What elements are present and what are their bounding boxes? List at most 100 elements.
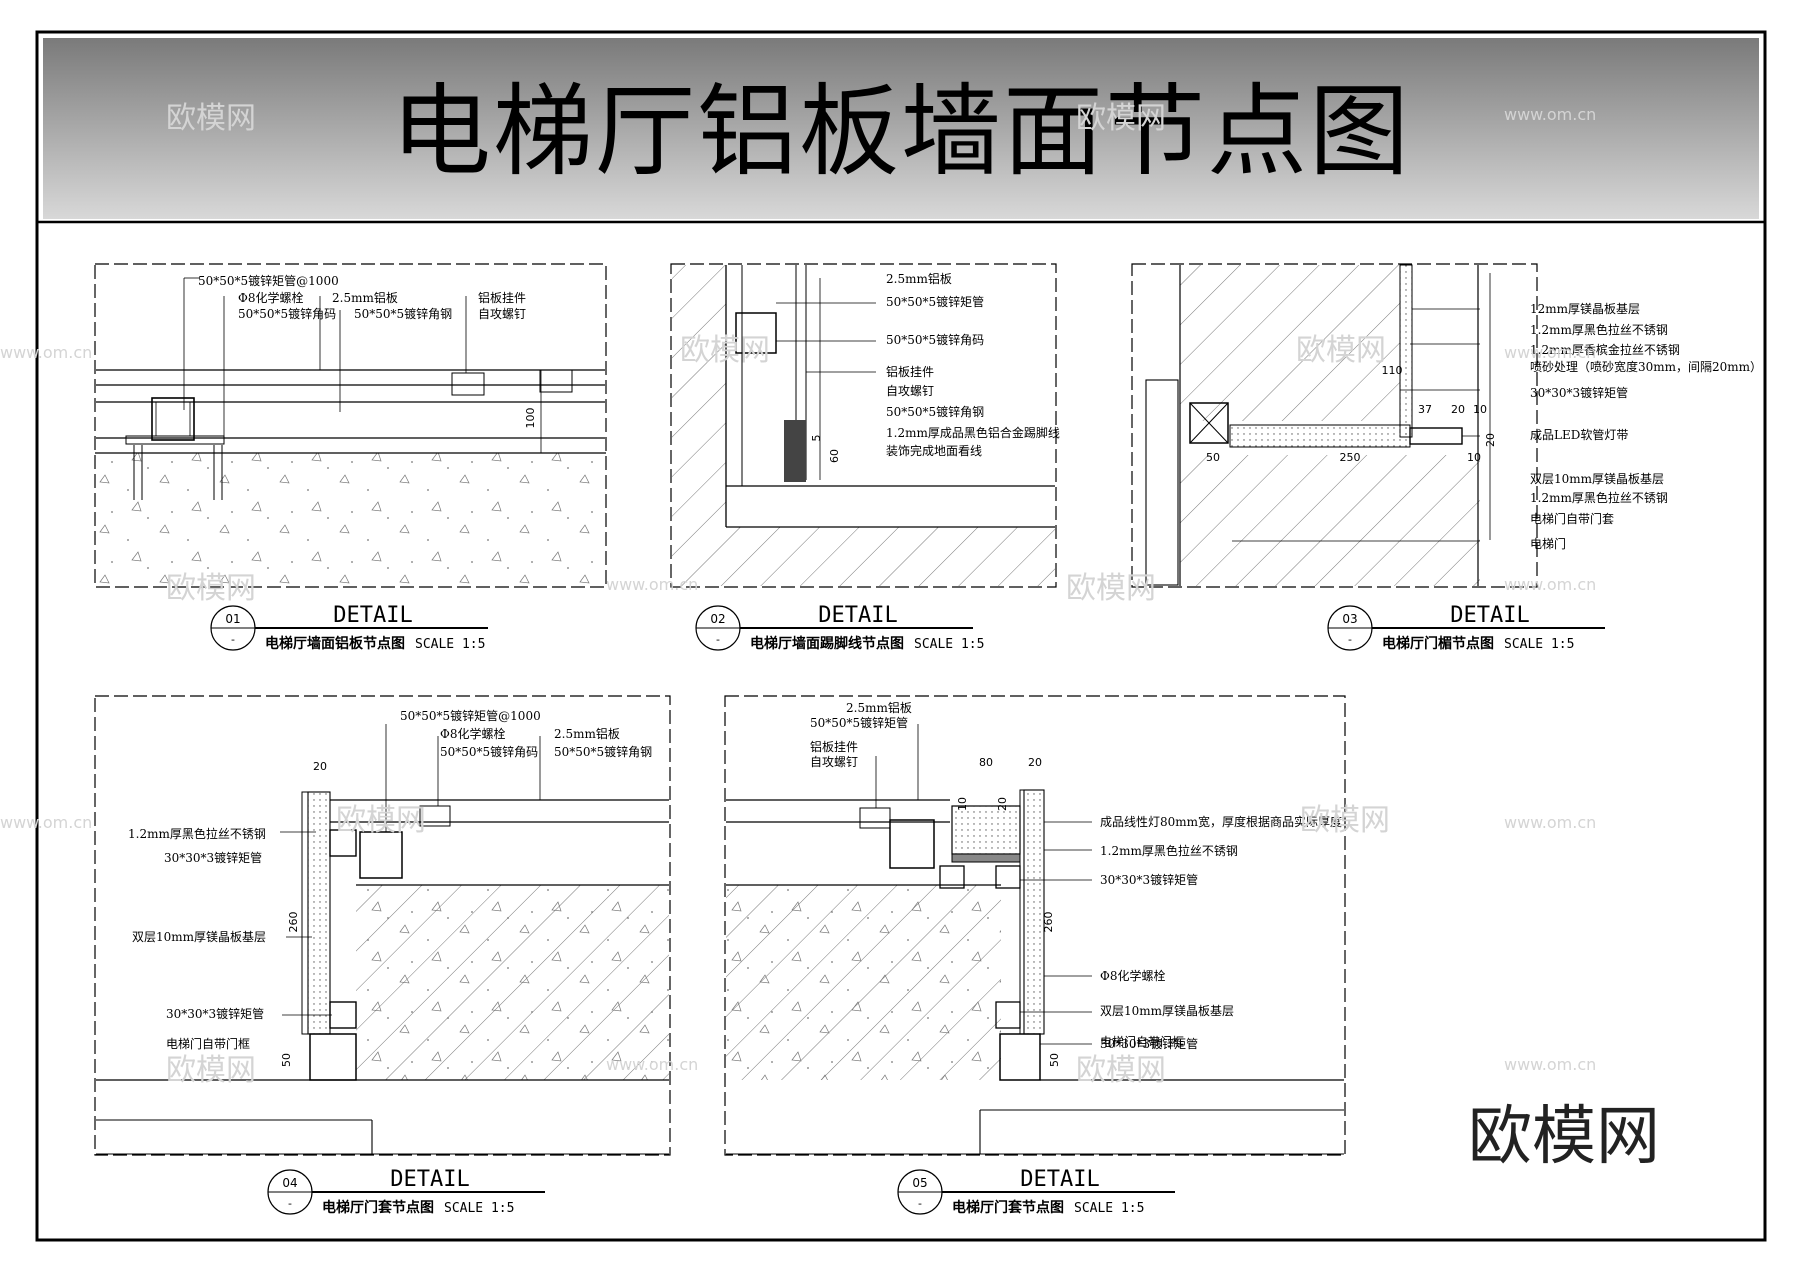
watermark-text: 欧模网	[1076, 101, 1166, 136]
watermark-url: www.om.cn	[1504, 813, 1596, 832]
detail-02-label: 50*50*5镀锌矩管	[886, 294, 984, 309]
detail-02-dimension: 5	[810, 435, 823, 442]
detail-02-label: 自攻螺钉	[886, 384, 934, 398]
watermark-text: 欧模网	[1296, 333, 1386, 368]
detail-02-label: 50*50*5镀锌角钢	[886, 405, 984, 419]
detail-heading: DETAIL	[390, 1167, 469, 1192]
detail-05-dimension: 260	[1042, 912, 1055, 933]
watermark-text: 欧模网	[166, 1053, 256, 1088]
detail-03-label: 电梯门	[1530, 536, 1566, 551]
detail-05-label: 成品线性灯80mm宽，厚度根据商品实际厚度	[1100, 814, 1342, 829]
detail-05-dimension: 80	[979, 756, 993, 769]
detail-05-label: 双层10mm厚镁晶板基层	[1100, 1004, 1234, 1018]
detail-03-drawing	[1131, 263, 1538, 588]
detail-04-dimension: 260	[287, 912, 300, 933]
detail-04-label: 50*50*5镀锌角码	[440, 745, 538, 759]
detail-01-dimension: 100	[524, 408, 537, 429]
detail-03-label: 喷砂处理（喷砂宽度30mm，间隔20mm）	[1530, 359, 1762, 374]
detail-scale: SCALE 1:5	[415, 637, 485, 652]
detail-number: 05	[912, 1176, 927, 1190]
detail-03-dimension: 20	[1484, 433, 1497, 447]
brand-logo-text: 欧模网	[1468, 1100, 1660, 1174]
detail-caption: 电梯厅门楣节点图	[1382, 635, 1494, 652]
detail-sheet-dash: -	[288, 1197, 292, 1210]
detail-03-dimension: 110	[1382, 364, 1403, 377]
detail-03-label: 成品LED软管灯带	[1530, 427, 1628, 442]
watermark-text: 欧模网	[1076, 1053, 1166, 1088]
watermark-url: www.om.cn	[1504, 343, 1596, 362]
detail-01-label: 50*50*5镀锌矩管@1000	[198, 273, 339, 288]
detail-05-label: 30*30*3镀锌矩管	[1100, 1036, 1198, 1051]
detail-03-label: 12mm厚镁晶板基层	[1530, 302, 1640, 316]
detail-02-label: 2.5mm铝板	[886, 271, 952, 286]
detail-caption: 电梯厅门套节点图	[952, 1199, 1064, 1216]
detail-caption: 电梯厅墙面踢脚线节点图	[750, 635, 904, 652]
detail-sheet-dash: -	[716, 633, 720, 646]
detail-caption: 电梯厅墙面铝板节点图	[265, 635, 405, 652]
detail-04-label: Φ8化学螺栓	[440, 726, 505, 741]
watermark-text: 欧模网	[1300, 803, 1390, 838]
detail-scale: SCALE 1:5	[1504, 637, 1574, 652]
detail-02-title-block: 02 - DETAIL 电梯厅墙面踢脚线节点图 SCALE 1:5	[695, 603, 984, 652]
detail-01-drawing	[94, 263, 607, 588]
detail-02-drawing	[670, 263, 1057, 588]
detail-01-label: 50*50*5镀锌角钢	[354, 307, 452, 321]
detail-scale: SCALE 1:5	[444, 1201, 514, 1216]
detail-01-label: 铝板挂件	[478, 290, 526, 305]
watermark-url: www.om.cn	[1504, 1055, 1596, 1074]
detail-02-label: 1.2mm厚成品黑色铝合金踢脚线	[886, 425, 1060, 440]
detail-04-label: 50*50*5镀锌角钢	[554, 745, 652, 759]
watermark-url: www.om.cn	[606, 1055, 698, 1074]
detail-03-dimension: 50	[1206, 451, 1220, 464]
detail-03-dimension: 10	[1467, 451, 1481, 464]
detail-03-label: 1.2mm厚黑色拉丝不锈钢	[1530, 322, 1668, 337]
detail-number: 03	[1342, 612, 1357, 626]
detail-04-dimension: 20	[313, 760, 327, 773]
detail-05-dimension: 50	[1048, 1053, 1061, 1067]
detail-01-label: 自攻螺钉	[478, 307, 526, 321]
watermark-text: 欧模网	[166, 571, 256, 606]
detail-number: 01	[225, 612, 240, 626]
detail-03-label: 1.2mm厚香槟金拉丝不锈钢	[1530, 342, 1680, 357]
detail-05-label: 铝板挂件	[810, 739, 858, 754]
watermark-url: www.om.cn	[1504, 575, 1596, 594]
detail-01-label: 2.5mm铝板	[332, 290, 398, 305]
watermark-url: www.om.cn	[0, 813, 92, 832]
detail-05-label: 1.2mm厚黑色拉丝不锈钢	[1100, 843, 1238, 858]
detail-04-label: 电梯门自带门框	[166, 1036, 250, 1051]
detail-02-label: 铝板挂件	[886, 364, 934, 379]
detail-02-label: 装饰完成地面看线	[886, 443, 982, 458]
detail-04-label: 1.2mm厚黑色拉丝不锈钢	[128, 826, 266, 841]
detail-03-label: 双层10mm厚镁晶板基层	[1530, 472, 1664, 486]
detail-heading: DETAIL	[818, 603, 897, 628]
detail-01-label: 50*50*5镀锌角码	[238, 307, 336, 321]
detail-04-dimension: 50	[280, 1053, 293, 1067]
detail-05-label: 电梯门自带门框	[1100, 1034, 1184, 1049]
detail-number: 02	[710, 612, 725, 626]
detail-sheet-dash: -	[918, 1197, 922, 1210]
watermark-text: 欧模网	[1066, 571, 1156, 606]
detail-heading: DETAIL	[1450, 603, 1529, 628]
detail-03-label: 1.2mm厚黑色拉丝不锈钢	[1530, 490, 1668, 505]
detail-05-drawing	[724, 695, 1346, 1156]
watermark-layer: 欧模网欧模网欧模网欧模网欧模网欧模网欧模网欧模网欧模网欧模网www.om.cnw…	[0, 101, 1596, 1088]
watermark-text: 欧模网	[336, 803, 426, 838]
detail-03-label: 电梯门自带门套	[1530, 511, 1614, 526]
outer-frame	[35, 30, 1767, 1242]
watermark-text: 欧模网	[166, 101, 256, 136]
detail-02-label: 50*50*5镀锌角码	[886, 333, 984, 347]
detail-02-dimension: 60	[828, 449, 841, 463]
detail-05-dimension: 20	[1028, 756, 1042, 769]
detail-scale: SCALE 1:5	[914, 637, 984, 652]
detail-01-label: Φ8化学螺栓	[238, 290, 303, 305]
watermark-url: www.om.cn	[1504, 105, 1596, 124]
detail-03-dimension: 250	[1340, 451, 1361, 464]
watermark-url: www.om.cn	[0, 343, 92, 362]
detail-04-label: 30*30*3镀锌矩管	[166, 1006, 264, 1021]
detail-sheet-dash: -	[231, 633, 235, 646]
detail-05-label: 自攻螺钉	[810, 755, 858, 769]
